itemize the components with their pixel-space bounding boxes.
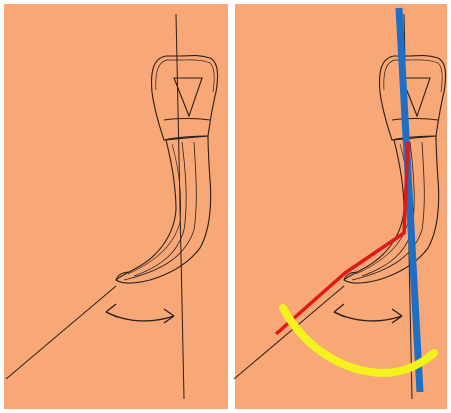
annotated-sketch-panel — [234, 4, 447, 409]
original-sketch-panel — [4, 4, 228, 409]
panel-background — [4, 4, 228, 409]
